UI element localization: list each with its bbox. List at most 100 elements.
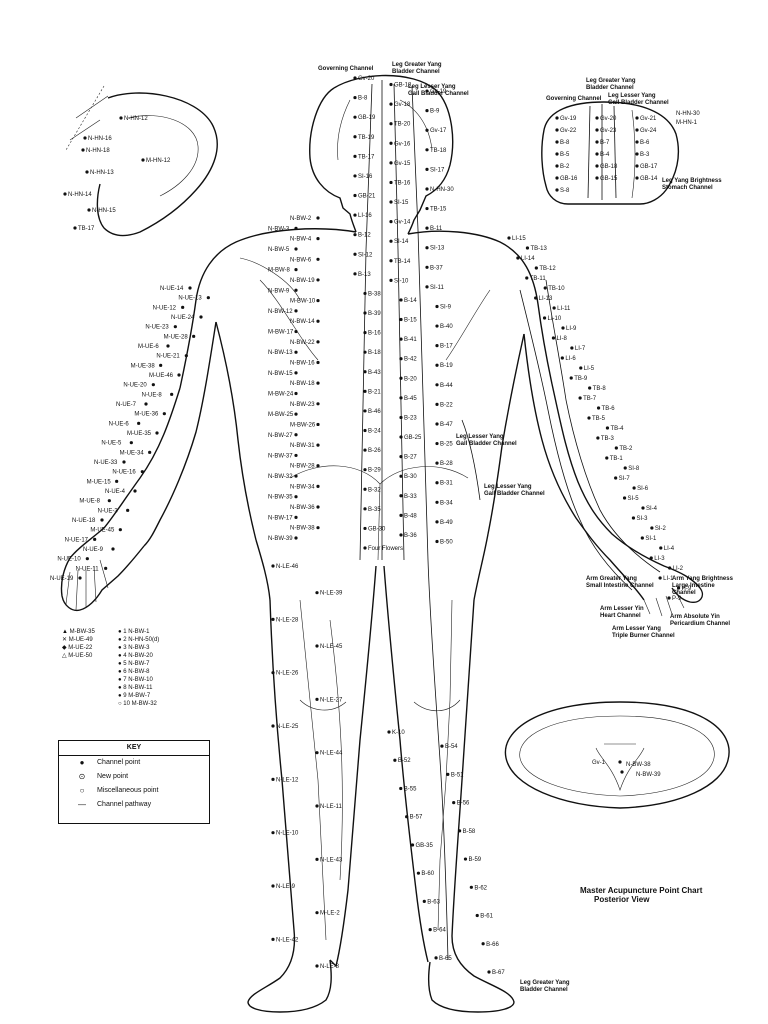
label-leg-point: B-51: [451, 772, 464, 778]
channel-point-dot: [595, 140, 599, 144]
channel-point-dot: [315, 804, 319, 808]
label-left-arm-point: N-UE-9: [83, 547, 104, 553]
channel-point-dot: [363, 428, 367, 433]
channel-point-dot: [353, 76, 357, 80]
channel-point-dot: [435, 383, 439, 387]
channel-point-dot: [353, 115, 357, 119]
label-heart-line-1: Arm Lesser Yin: [600, 606, 644, 612]
channel-point-dot: [405, 815, 409, 819]
label-triple-burner-line-1: Arm Lesser Yang: [612, 626, 661, 632]
label-back-point: B-50: [440, 539, 453, 545]
channel-point-dot: [294, 474, 298, 478]
channel-point-dot: [363, 526, 367, 531]
channel-point-dot: [659, 546, 663, 550]
channel-point-dot: [595, 128, 599, 132]
label-gall-hip-line-2: Gall Bladder Channel: [484, 491, 545, 497]
label-left-arm-point: N-UE-20: [123, 383, 147, 389]
label-bw-point: M-BW-26: [290, 422, 316, 428]
label-right-arm-point: TB-3: [601, 436, 615, 442]
channel-point-dot: [100, 518, 104, 522]
channel-point-dot: [199, 315, 203, 319]
channel-point-dot: [316, 381, 320, 385]
label-back-point: B-18: [368, 350, 381, 356]
label-back-point: GB-18: [394, 83, 412, 89]
channel-point-dot: [353, 233, 357, 237]
channel-point-dot: [363, 448, 367, 452]
label-left-arm-point: N-UE-12: [153, 305, 177, 311]
label-back-point: B-9: [430, 109, 440, 115]
channel-point-dot: [393, 758, 397, 762]
label-leg-point: B-66: [486, 942, 499, 948]
channel-point-dot: [516, 256, 520, 260]
label-large-intestine-line-3: Channel: [672, 590, 696, 596]
channel-point-dot: [425, 109, 429, 113]
label-left-arm-point: N-UE-14: [160, 286, 184, 292]
label-right-arm-point: H-9: [682, 586, 692, 592]
label-bw-point: N-BW-2: [290, 216, 312, 222]
label-bw-point: N-BW-6: [290, 257, 312, 263]
label-left-arm-point: N-UE-16: [112, 470, 136, 476]
channel-point-dot: [595, 176, 599, 180]
key-row: ⊙New point: [59, 770, 209, 784]
channel-point-dot: [667, 596, 671, 600]
label-gall-top-line-1: Leg Lesser Yang: [408, 84, 456, 90]
channel-point-dot: [435, 520, 439, 524]
label-inset-point: B-4: [600, 152, 610, 158]
channel-point-dot: [399, 337, 403, 341]
label-back-point: B-35: [368, 507, 381, 513]
channel-point-dot: [605, 426, 610, 430]
channel-point-dot: [570, 346, 574, 350]
channel-point-dot: [389, 141, 393, 145]
channel-point-dot: [435, 500, 439, 504]
channel-point-dot: [579, 366, 583, 370]
label-bw-point: N-BW-13: [268, 350, 293, 356]
channel-point-dot: [271, 937, 275, 941]
channel-point-dot: [294, 268, 298, 272]
channel-point-dot: [649, 556, 653, 560]
label-right-arm-point: SI-8: [628, 466, 640, 472]
label-bw-point: M-BW-10: [290, 299, 316, 305]
key-label: Channel point: [97, 759, 141, 766]
label-cross-nbw39: N-BW-39: [636, 772, 661, 778]
channel-point-dot: [425, 128, 429, 132]
channel-point-dot: [387, 730, 391, 734]
label-back-point: GB-21: [358, 194, 376, 200]
channel-point-dot: [452, 800, 456, 805]
label-right-arm-point: LI-6: [565, 356, 576, 362]
legend-text: M-BW-32: [131, 701, 157, 707]
label-back-point: TB-18: [430, 148, 447, 154]
label-back-point: B-39: [368, 311, 381, 317]
channel-point-dot: [316, 505, 320, 509]
key-rows: ●Channel point⊙New point○Miscellaneous p…: [59, 756, 209, 812]
chart-title: Master Acupuncture Point Chart Posterior…: [580, 886, 702, 904]
channel-point-dot: [435, 441, 439, 446]
channel-point-dot: [316, 278, 320, 282]
channel-point-dot: [155, 431, 159, 435]
label-back-point: Gv-15: [394, 161, 411, 167]
channel-point-dot: [353, 135, 357, 139]
legend-right-item: ● 9 M-BW-7: [118, 692, 159, 700]
legend-text: N-HN-50(d): [128, 637, 160, 643]
channel-point-dot: [294, 536, 298, 540]
label-back-point: SI-12: [358, 252, 373, 258]
key-symbol-icon: ●: [79, 758, 85, 767]
channel-point-dot: [588, 386, 592, 390]
label-back-point: B-20: [404, 376, 417, 382]
label-bw-point: N-BW-12: [268, 309, 293, 315]
legend-right-item: ○ 10 M-BW-32: [118, 700, 159, 708]
label-back-point: B-28: [440, 461, 453, 467]
label-ear-point: TB-17: [78, 226, 95, 232]
label-left-arm-point: M-UE-6: [138, 344, 159, 350]
channel-point-dot: [271, 884, 275, 888]
label-leg-point: N-LE-27: [320, 697, 343, 703]
label-back-point: B-13: [358, 272, 371, 278]
label-back-point: B-15: [404, 318, 417, 324]
label-left-arm-point: N-UE-24: [171, 315, 195, 321]
label-bw-point: M-BW-24: [268, 391, 294, 397]
channel-point-dot: [271, 671, 275, 675]
label-left-arm-point: M-UE-28: [164, 334, 189, 340]
channel-point-dot: [73, 226, 77, 230]
label-inset-point: B-8: [560, 140, 570, 146]
channel-point-dot: [85, 170, 89, 174]
